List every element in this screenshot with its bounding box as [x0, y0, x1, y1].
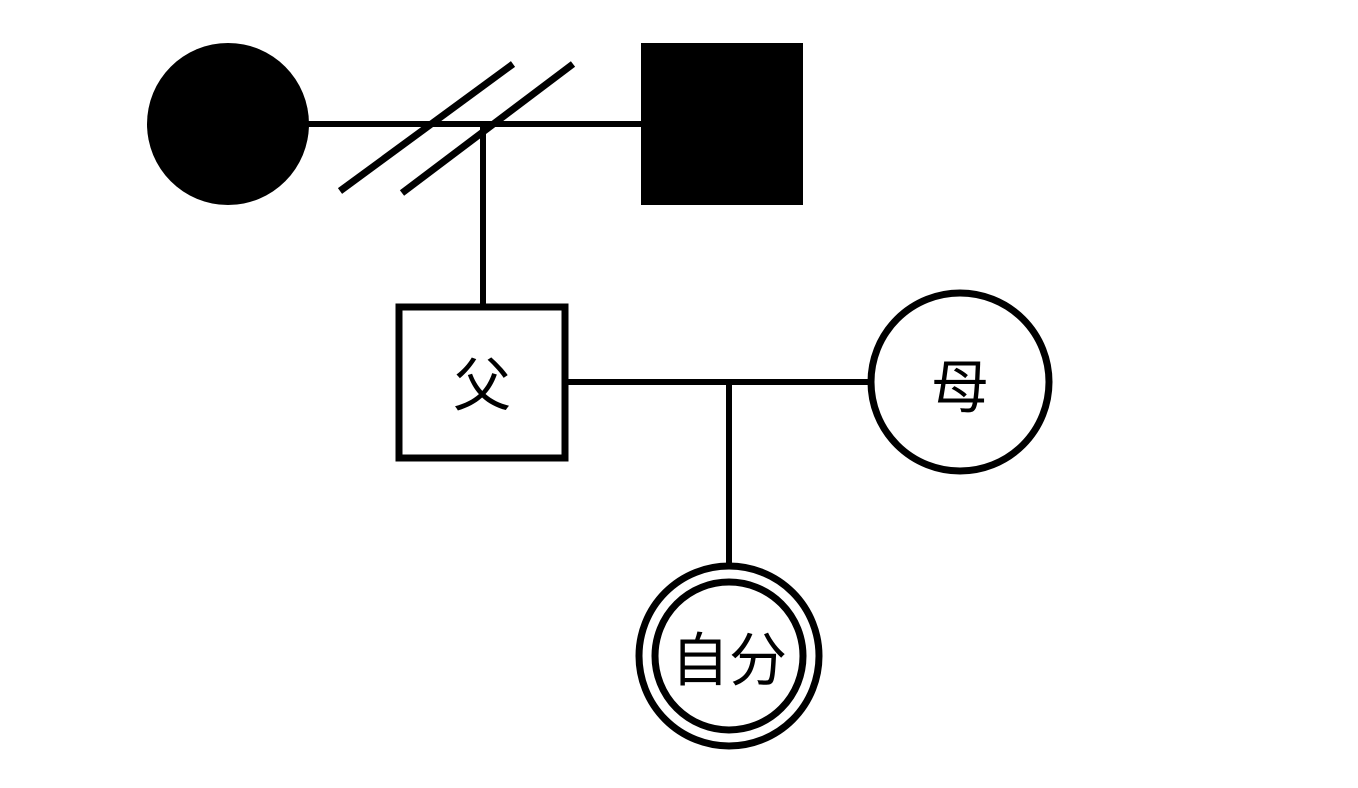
separation-slash-2-icon	[399, 61, 576, 196]
grandfather-node	[641, 43, 803, 205]
grandmother-node	[147, 43, 309, 205]
mother-node	[867, 289, 1053, 475]
self-node-inner	[651, 578, 807, 734]
father-node	[395, 303, 569, 462]
self-label: 自分	[671, 629, 787, 694]
father-label: 父	[453, 354, 511, 419]
self-node-outer	[635, 562, 823, 750]
separation-slash-1-icon	[337, 61, 516, 194]
mother-label: 母	[931, 356, 989, 421]
